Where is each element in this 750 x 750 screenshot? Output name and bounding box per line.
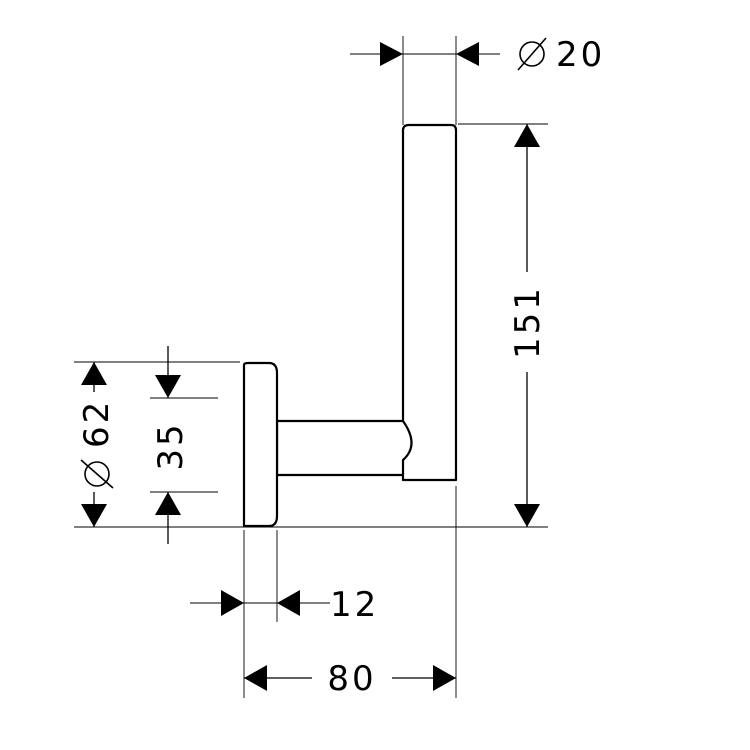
diameter-symbol-icon <box>517 37 547 71</box>
rosette-diameter-label: 62 <box>77 399 117 448</box>
extension-lines <box>74 36 548 698</box>
tube-diameter-label: 20 <box>556 35 605 75</box>
arrowhead <box>433 665 456 691</box>
height-label: 151 <box>508 285 548 359</box>
arrowhead <box>155 492 181 515</box>
arrowhead <box>155 375 181 398</box>
arm <box>275 419 415 477</box>
arrowhead <box>81 504 107 527</box>
wall-rosette <box>242 361 279 528</box>
arrowhead <box>221 590 244 616</box>
arrowheads <box>81 42 540 691</box>
rosette-depth-label: 12 <box>330 585 379 625</box>
paper-holder-outline <box>242 123 458 528</box>
arrowhead <box>277 590 300 616</box>
arrowhead <box>244 665 267 691</box>
arrowhead <box>81 362 107 385</box>
dimension-lines <box>93 124 528 679</box>
diameter-symbol-icon <box>80 459 114 489</box>
arrowhead <box>514 504 540 527</box>
projection-label: 80 <box>327 659 376 699</box>
arrowhead <box>456 42 479 66</box>
vertical-tube <box>401 123 458 482</box>
arm-diameter-label: 35 <box>151 421 191 470</box>
arrowhead <box>380 42 403 66</box>
arrowhead <box>514 124 540 147</box>
